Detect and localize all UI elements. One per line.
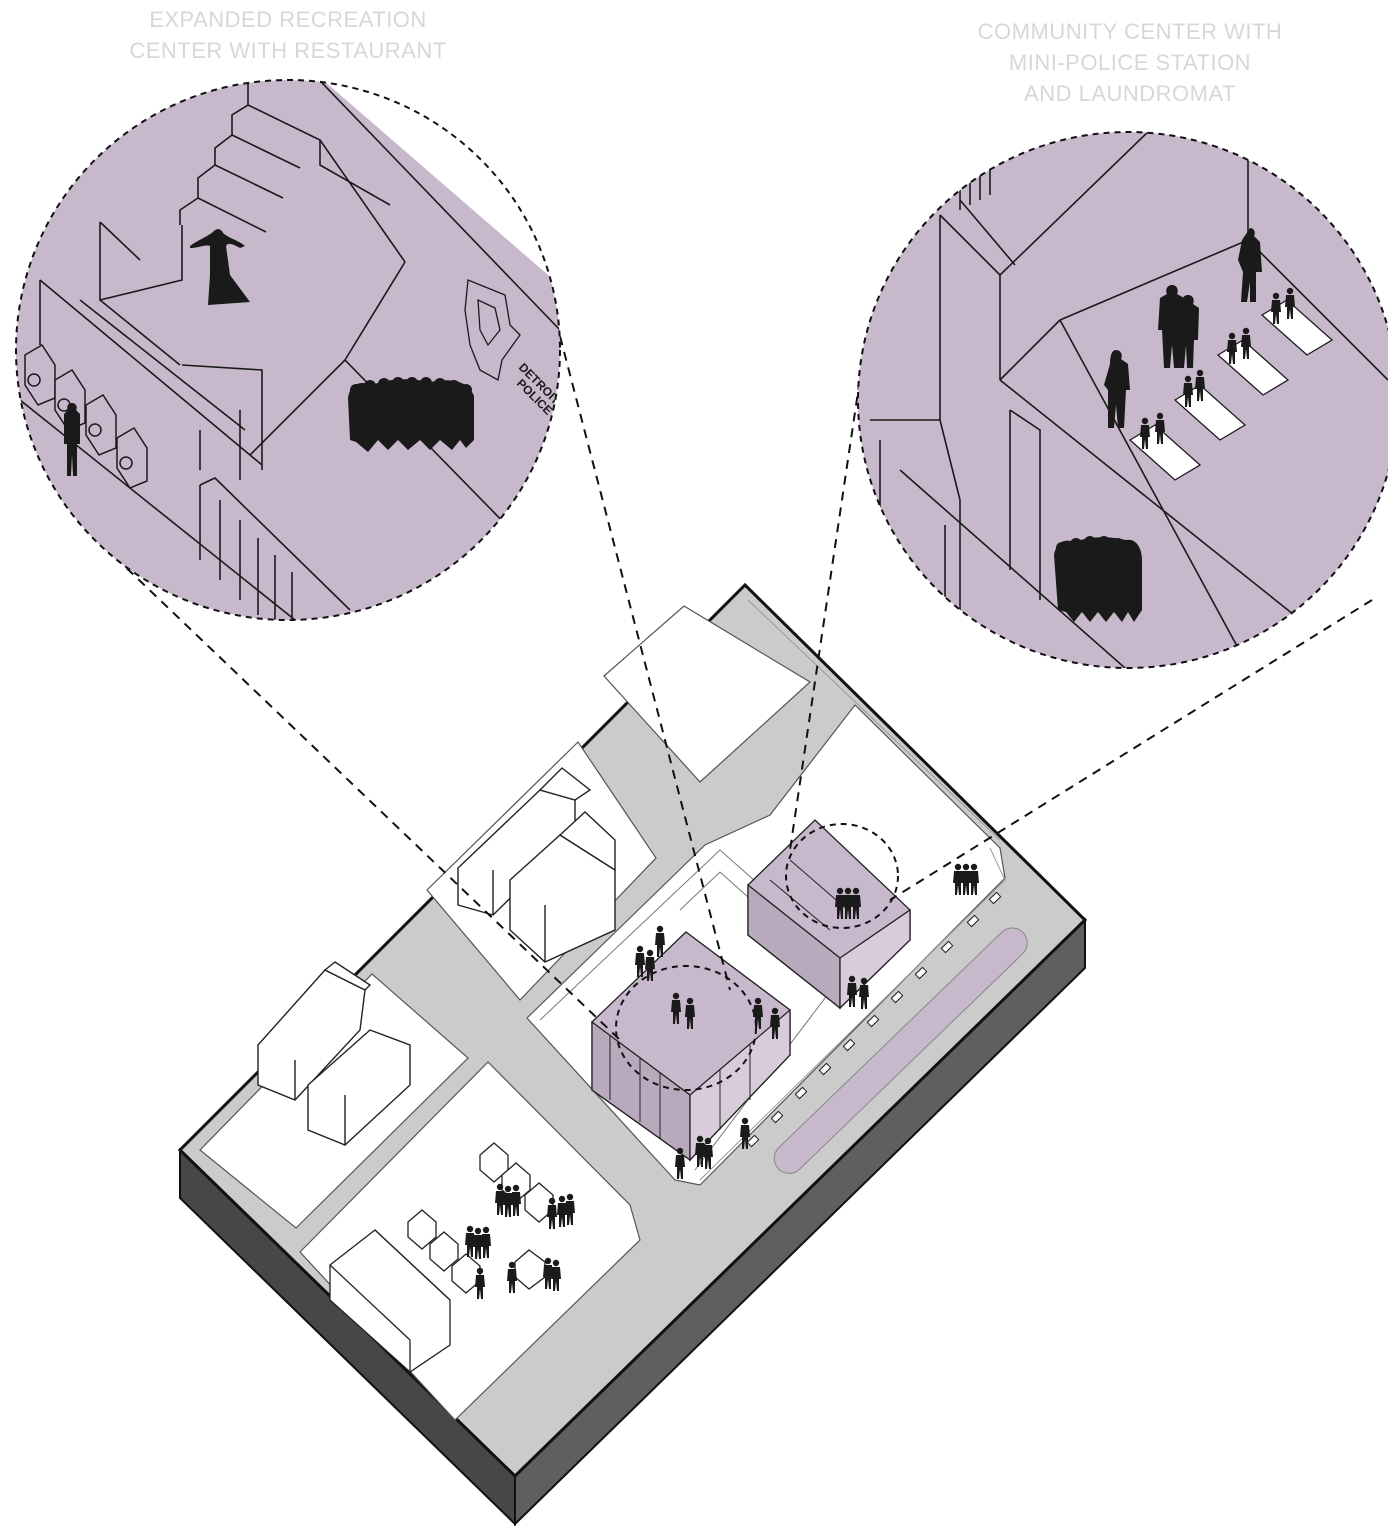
group-silhouette bbox=[1054, 536, 1142, 622]
inset-community-center bbox=[850, 130, 1388, 690]
